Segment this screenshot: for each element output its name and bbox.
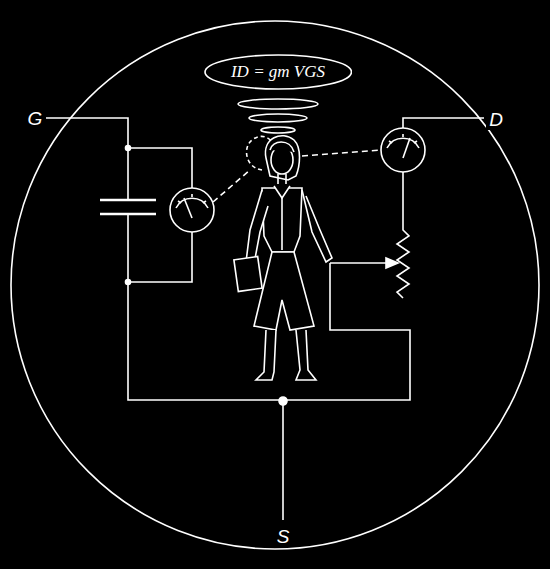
dashed-link	[302, 150, 381, 156]
capacitor-plate	[100, 199, 156, 201]
drain-terminal-label: D	[486, 109, 506, 130]
gate-meter-wire	[128, 232, 192, 282]
drain-wire	[403, 118, 484, 128]
woman-figure	[234, 136, 332, 380]
junction-dot	[279, 397, 287, 405]
resistor-symbol	[397, 172, 409, 298]
source-terminal-label: S	[274, 526, 293, 547]
junction-dot	[126, 280, 131, 285]
halo-ring	[238, 99, 318, 109]
halo-ring	[249, 114, 307, 122]
wiper-arrow	[386, 258, 398, 268]
gate-meter	[170, 188, 214, 232]
halo-ring	[261, 127, 295, 133]
ellipse-shape	[205, 55, 351, 89]
gate-wire	[46, 118, 128, 200]
device-circle	[11, 21, 539, 549]
wiper-line	[330, 262, 392, 264]
gate-terminal-label: G	[25, 108, 46, 129]
drain-meter	[381, 128, 425, 172]
junction-dot	[126, 146, 131, 151]
equation-ellipse: ID = gm VGS	[204, 54, 352, 90]
source-wire	[282, 400, 284, 520]
gate-meter-wire	[128, 148, 192, 188]
dashed-link	[213, 170, 250, 202]
equation-text: ID = gm VGS	[231, 62, 325, 82]
